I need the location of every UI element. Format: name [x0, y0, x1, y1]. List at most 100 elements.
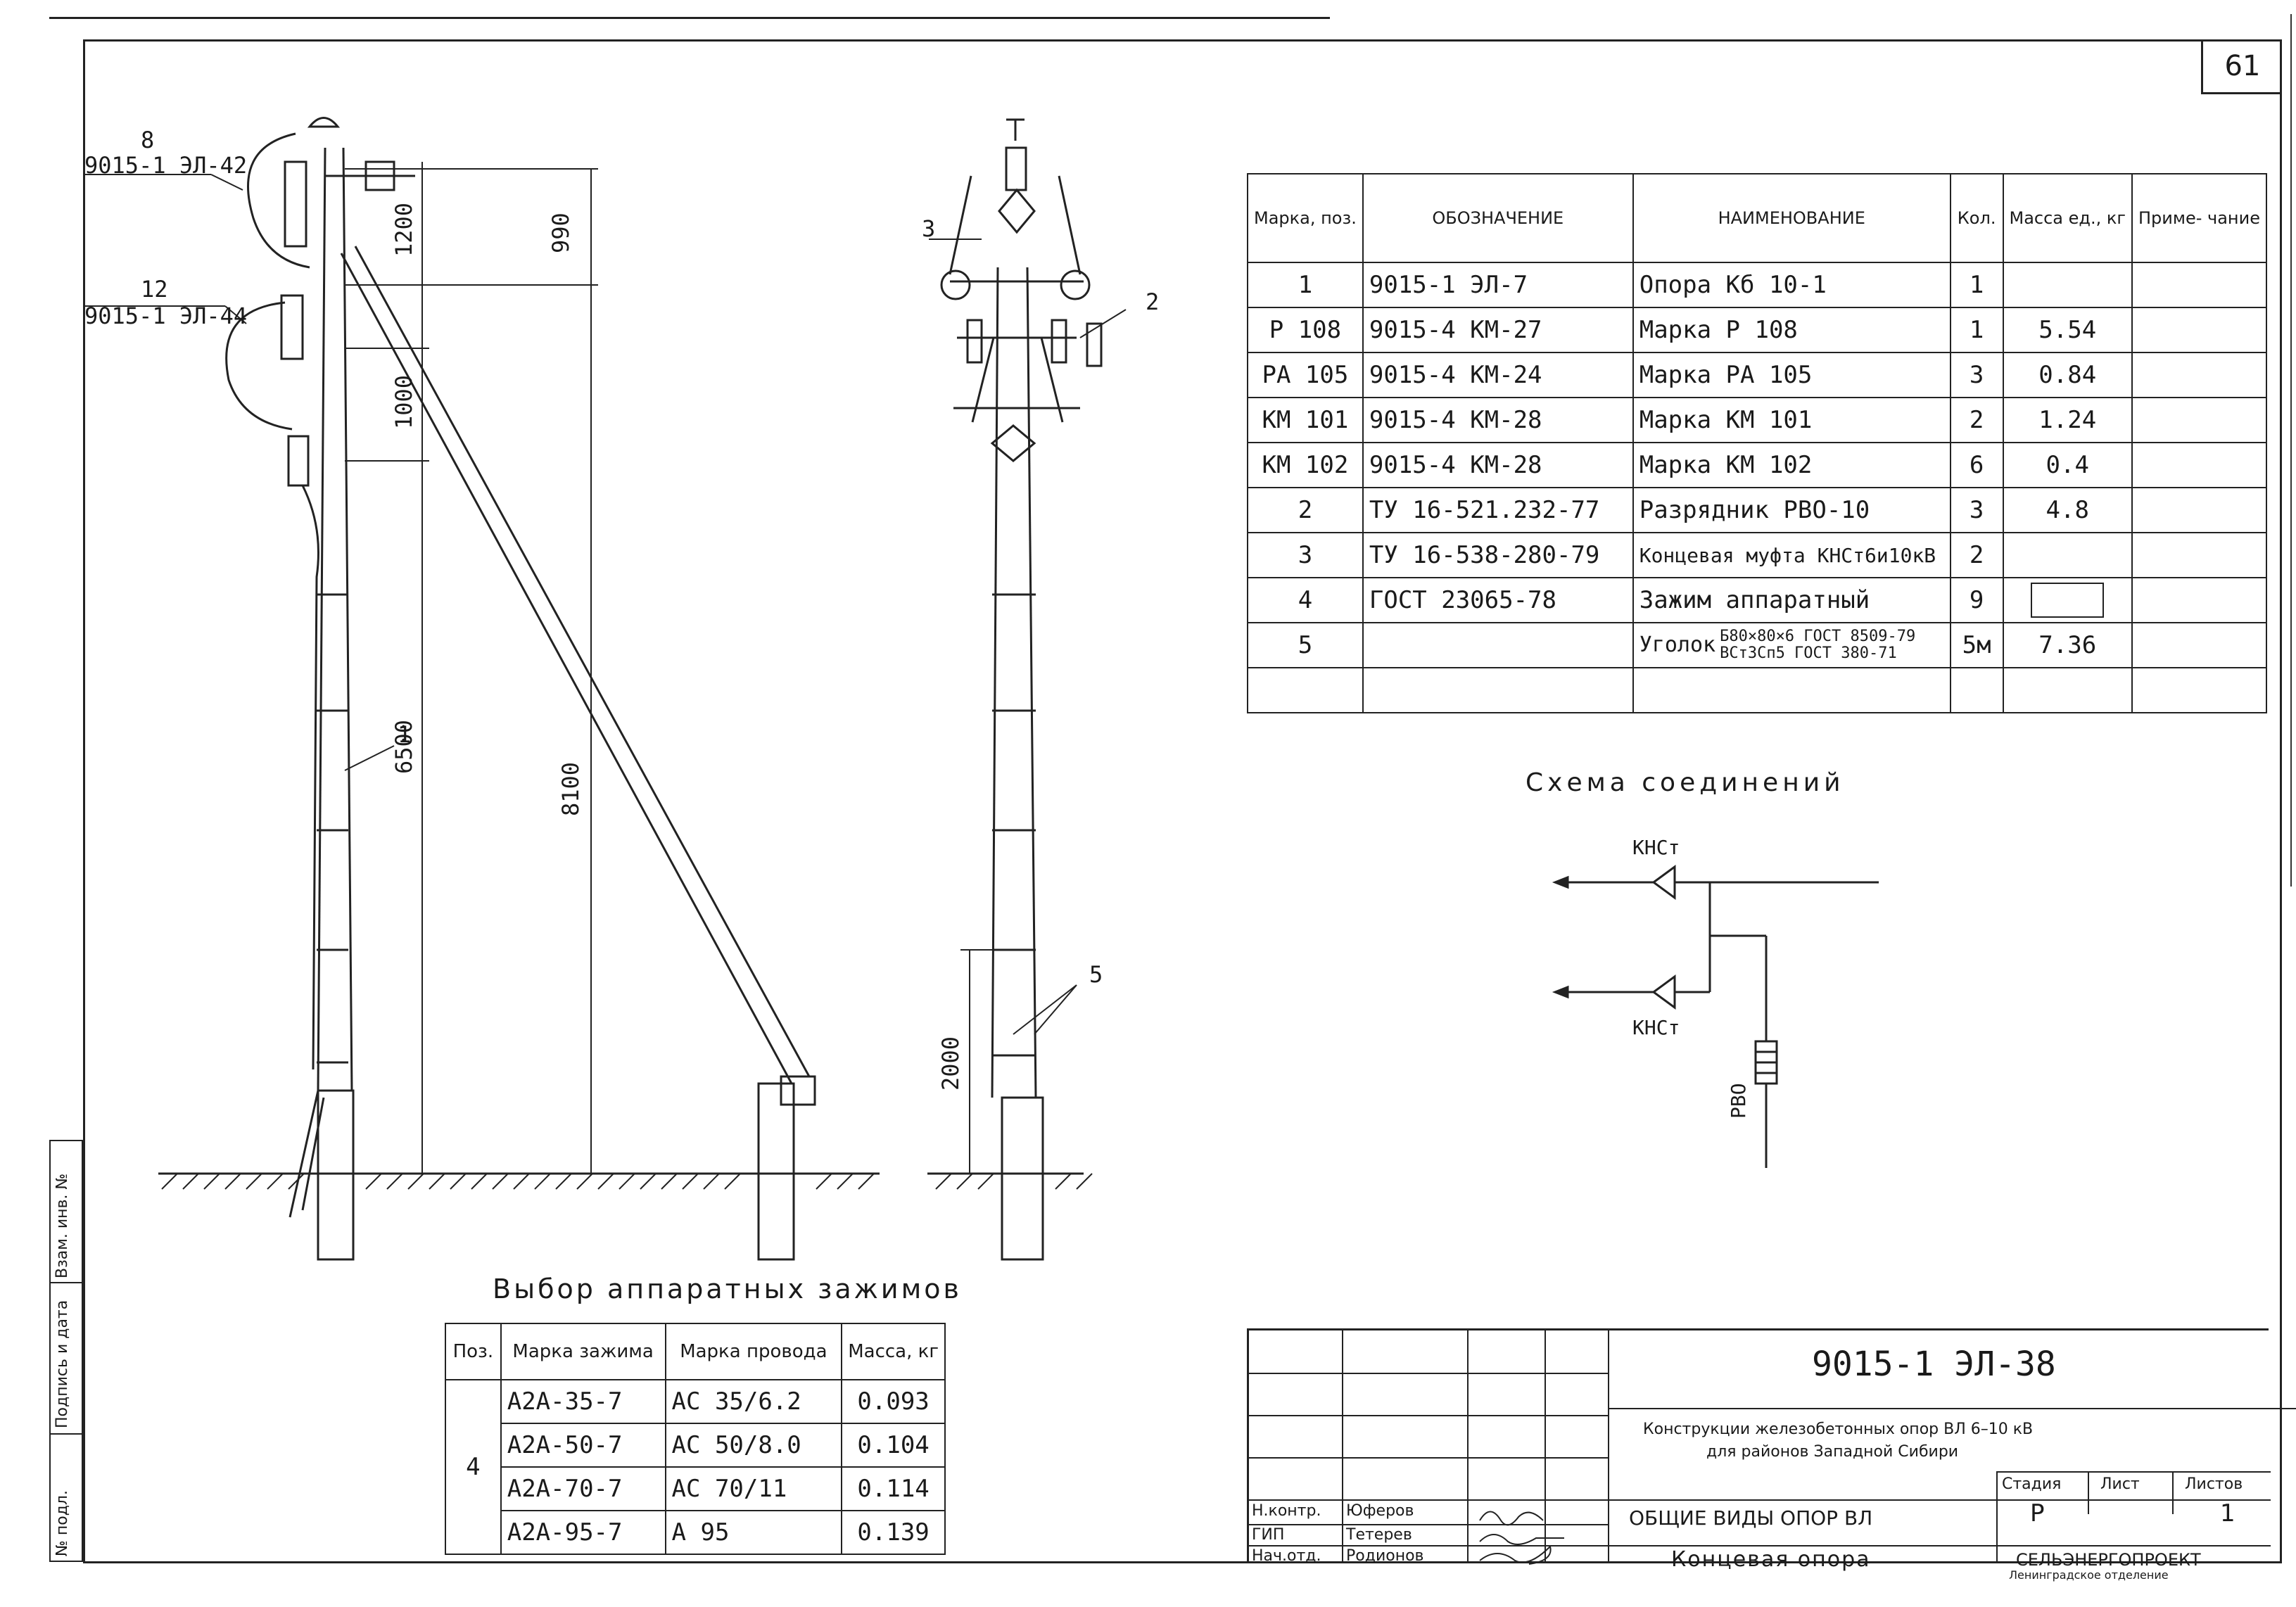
spec-mass: 7.36 — [2002, 622, 2133, 668]
connection-schema: КНСт КНСт РВО — [1552, 836, 1879, 1168]
schema-title: Схема соединений — [1526, 768, 1845, 797]
table-row: 4 А2А-35-7 АС 35/6.2 0.093 — [445, 1379, 946, 1555]
spec-mark: КМ 102 — [1247, 442, 1364, 488]
spec-mass: 5.54 — [2002, 307, 2133, 353]
clamp-mass: 0.104 — [841, 1423, 946, 1468]
drawing-code: 9015-1 ЭЛ-38 — [1812, 1345, 2056, 1384]
clamp-selection-table: Поз. Марка зажима Марка провода Масса, к… — [445, 1323, 946, 1555]
org-name: СЕЛЬЭНЕРГОПРОЕКТ — [2016, 1550, 2201, 1570]
drawing-title: Концевая опора — [1671, 1547, 1871, 1572]
project-line-1: Конструкции железобетонных опор ВЛ 6–10 … — [1643, 1421, 2034, 1438]
spec-name-angle: Уголок Б80×80×6 ГОСТ 8509-79 ВСт3Сп5 ГОС… — [1632, 622, 1951, 668]
spec-note — [2131, 622, 2267, 668]
spec-note — [2131, 532, 2267, 578]
callout-ref-8: 9015-1 ЭЛ-42 — [84, 152, 247, 179]
spec-note — [2131, 442, 2267, 488]
spec-name: Марка РА 105 — [1632, 352, 1951, 398]
spec-name: Разрядник РВО-10 — [1632, 487, 1951, 533]
signer-role-3: Нач.отд. — [1252, 1547, 1321, 1565]
spec-mass — [2002, 532, 2133, 578]
schema-label-rvo: РВО — [1727, 1083, 1750, 1119]
table-row: Р 108 9015-4 КМ-27 Марка Р 108 1 5.54 — [1247, 307, 2267, 353]
spec-mark: КМ 101 — [1247, 397, 1364, 443]
spec-note — [2131, 667, 2267, 713]
spec-mark: Р 108 — [1247, 307, 1364, 353]
spec-header-mark: Марка, поз. — [1247, 173, 1364, 263]
clamp-mark: А2А-35-7 — [500, 1379, 666, 1424]
clamp-header-row: Поз. Марка зажима Марка провода Масса, к… — [445, 1323, 946, 1380]
callout-num-12: 12 — [141, 276, 168, 303]
spec-name: Уголок — [1639, 633, 1716, 657]
schema-label-knst-2: КНСт — [1632, 1016, 1680, 1039]
spec-mass — [2002, 262, 2133, 308]
spec-qty: 6 — [1949, 442, 2004, 488]
spec-note — [2131, 577, 2267, 623]
pos-label-1: 1 — [398, 721, 411, 748]
spec-qty: 2 — [1949, 397, 2004, 443]
spec-qty: 2 — [1949, 532, 2004, 578]
clamp-wire: А 95 — [664, 1510, 843, 1555]
spec-designation: 9015-4 КМ-28 — [1362, 397, 1634, 443]
pos-label-2: 2 — [1146, 288, 1159, 315]
table-row: 2 ТУ 16-521.232-77 Разрядник РВО-10 3 4.… — [1247, 487, 2267, 533]
spec-designation: 9015-4 КМ-24 — [1362, 352, 1634, 398]
spec-mark: 4 — [1247, 577, 1364, 623]
spec-mark: 2 — [1247, 487, 1364, 533]
signer-name-2: Тетерев — [1346, 1526, 1412, 1544]
table-row: КМ 102 9015-4 КМ-28 Марка КМ 102 6 0.4 — [1247, 442, 2267, 488]
signer-role-1: Н.контр. — [1252, 1502, 1321, 1520]
signer-name-1: Юферов — [1346, 1502, 1414, 1520]
pole-drawing: 8 9015-1 ЭЛ-42 12 9015-1 ЭЛ-44 990 1200 … — [83, 117, 1159, 1261]
spec-note — [2131, 487, 2267, 533]
specification-table: Марка, поз. ОБОЗНАЧЕНИЕ НАИМЕНОВАНИЕ Кол… — [1247, 173, 2267, 713]
clamp-mass: 0.114 — [841, 1466, 946, 1511]
spec-mass: 0.84 — [2002, 352, 2133, 398]
table-row: 1 9015-1 ЭЛ-7 Опора Кб 10-1 1 — [1247, 262, 2267, 308]
spec-header-row: Марка, поз. ОБОЗНАЧЕНИЕ НАИМЕНОВАНИЕ Кол… — [1247, 173, 2267, 263]
org-sub: Ленинградское отделение — [2009, 1568, 2169, 1582]
spec-header-designation: ОБОЗНАЧЕНИЕ — [1362, 173, 1634, 263]
stage-value: Р — [2030, 1499, 2045, 1527]
table-row: 4 ГОСТ 23065-78 Зажим аппаратный 9 — [1247, 577, 2267, 623]
spec-name: Зажим аппаратный — [1632, 577, 1951, 623]
clamp-mark: А2А-70-7 — [500, 1466, 666, 1511]
spec-name-sub1: Б80×80×6 ГОСТ 8509-79 — [1720, 628, 1916, 645]
dim-6500: 6500 — [391, 720, 417, 774]
title-block: 9015-1 ЭЛ-38 Конструкции железобетонных … — [1247, 1328, 2296, 1582]
clamp-mark: А2А-95-7 — [500, 1510, 666, 1555]
right-border-line — [2290, 14, 2292, 887]
spec-header-mass: Масса ед., кг — [2002, 173, 2133, 263]
dim-2000: 2000 — [937, 1036, 964, 1091]
table-row: 3 ТУ 16-538-280-79 Концевая муфта КНСт6и… — [1247, 532, 2267, 578]
spec-mark: РА 105 — [1247, 352, 1364, 398]
signer-role-2: ГИП — [1252, 1526, 1285, 1544]
clamp-mass: 0.093 — [841, 1379, 946, 1424]
spec-qty: 1 — [1949, 307, 2004, 353]
sheets-label: Листов — [2185, 1475, 2243, 1493]
spec-header-name: НАИМЕНОВАНИЕ — [1632, 173, 1951, 263]
spec-mass: 4.8 — [2002, 487, 2133, 533]
side-label-original-inv: № подл. — [53, 1490, 71, 1556]
table-row — [1247, 667, 2267, 713]
pos-label-3: 3 — [922, 215, 935, 242]
sheet-label: Лист — [2100, 1475, 2140, 1493]
spec-name: Марка Р 108 — [1632, 307, 1951, 353]
handwritten-signatures — [1479, 1511, 1564, 1565]
spec-qty — [1949, 667, 2004, 713]
spec-mark: 1 — [1247, 262, 1364, 308]
callout-num-8: 8 — [141, 127, 154, 153]
table-row: А2А-95-7 А 95 0.139 — [445, 1510, 946, 1555]
spec-note — [2131, 352, 2267, 398]
dim-1200: 1200 — [391, 203, 417, 257]
stage-label: Стадия — [2002, 1475, 2062, 1493]
spec-header-qty: Кол. — [1949, 173, 2004, 263]
clamp-table-title: Выбор аппаратных зажимов — [493, 1273, 962, 1304]
spec-qty: 1 — [1949, 262, 2004, 308]
spec-name: Опора Кб 10-1 — [1632, 262, 1951, 308]
table-row: А2А-50-7 АС 50/8.0 0.104 — [445, 1423, 946, 1468]
spec-designation — [1362, 622, 1634, 668]
spec-note — [2131, 397, 2267, 443]
spec-name: Марка КМ 102 — [1632, 442, 1951, 488]
spec-designation: 9015-1 ЭЛ-7 — [1362, 262, 1634, 308]
clamp-wire: АС 35/6.2 — [664, 1379, 843, 1424]
